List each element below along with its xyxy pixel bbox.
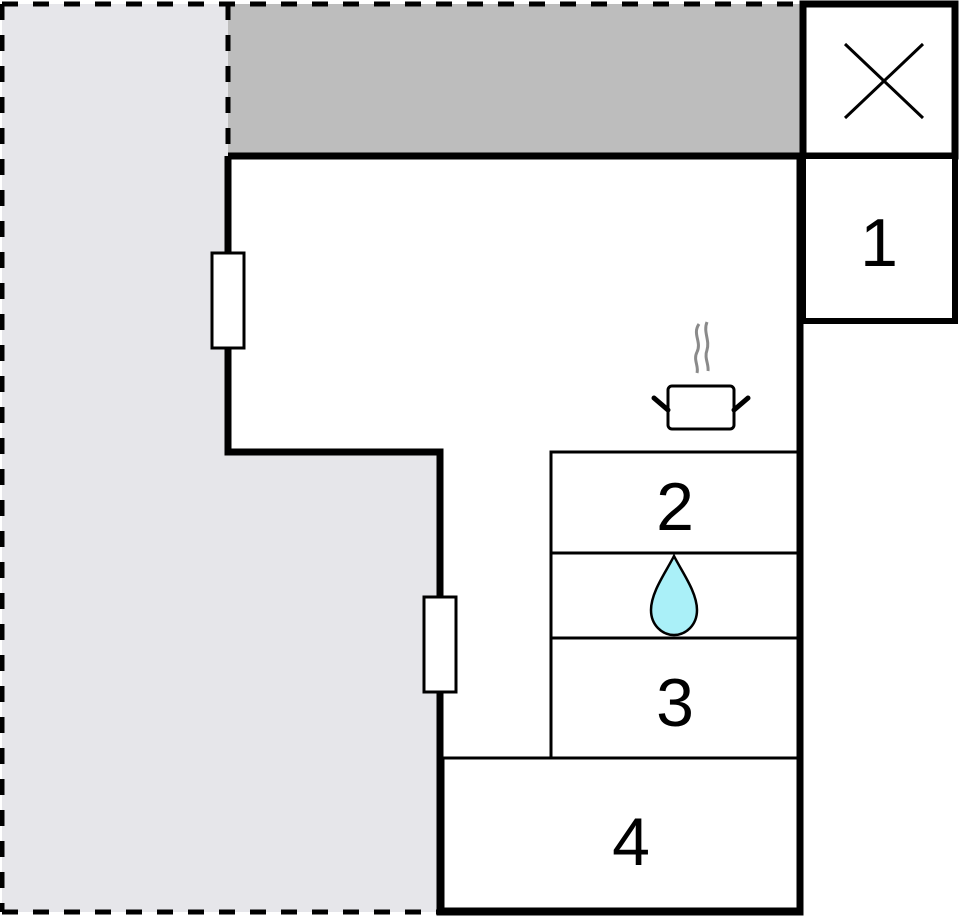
room-4: 4 — [441, 756, 802, 911]
room-2: 2 — [549, 450, 802, 555]
cross-icon — [843, 42, 925, 120]
room-3: 3 — [549, 636, 802, 760]
room-3-label: 3 — [656, 665, 694, 741]
room-1-label: 1 — [860, 205, 898, 281]
room-4-label: 4 — [612, 804, 650, 880]
terrace-boundary — [0, 1, 800, 915]
door-upper — [210, 251, 246, 350]
door-lower — [422, 595, 458, 694]
bathroom — [549, 551, 802, 640]
kitchen-pot-icon — [651, 321, 751, 431]
water-drop-icon — [649, 553, 699, 637]
room-1: 1 — [800, 153, 958, 324]
room-x — [799, 0, 959, 160]
outer-walls-overlay — [436, 320, 804, 916]
covered-area — [228, 4, 800, 156]
room-2-label: 2 — [656, 469, 694, 545]
